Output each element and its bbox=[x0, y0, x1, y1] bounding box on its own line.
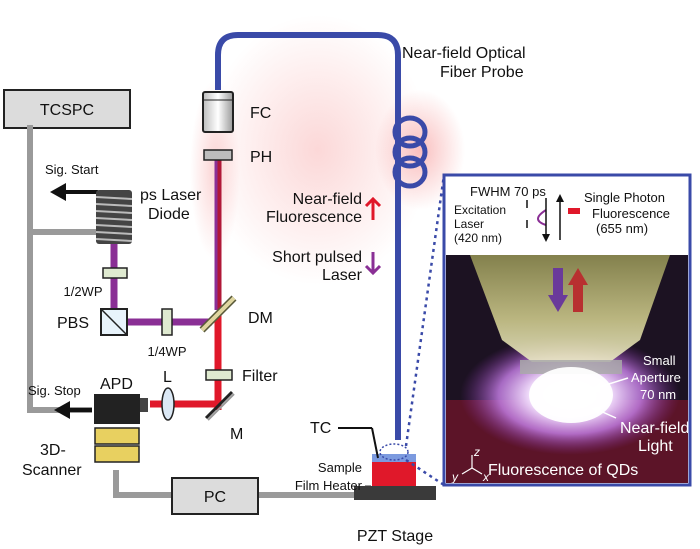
scanner-3d: 3D- Scanner bbox=[22, 427, 140, 479]
excitation-label-1: Excitation bbox=[454, 203, 506, 217]
scanner-label-2: Scanner bbox=[22, 462, 82, 479]
pc-box: PC bbox=[171, 477, 259, 515]
sig-stop-arrow: Sig. Stop bbox=[28, 383, 92, 419]
sig-start-label: Sig. Start bbox=[45, 162, 99, 177]
sig-stop-label: Sig. Stop bbox=[28, 383, 81, 398]
sig-start-arrow: Sig. Start bbox=[45, 162, 99, 201]
fluorescence-nm-label: (655 nm) bbox=[596, 221, 648, 236]
film-heater-label: Film Heater bbox=[295, 478, 363, 493]
half-waveplate: 1/2WP bbox=[63, 267, 128, 299]
short-pulsed-label-1: Short pulsed bbox=[272, 249, 362, 266]
dichroic-mirror: DM bbox=[199, 295, 273, 333]
pbs-label: PBS bbox=[57, 315, 89, 332]
nf-light-label-2: Light bbox=[638, 438, 673, 455]
fc-label: FC bbox=[250, 105, 271, 122]
filter-label: Filter bbox=[242, 368, 278, 385]
lens-l: L bbox=[161, 369, 175, 421]
axis-z-label: z bbox=[473, 445, 480, 459]
tcspc-label: TCSPC bbox=[40, 102, 94, 119]
ps-laser-label-2: Diode bbox=[148, 206, 190, 223]
lens-label: L bbox=[163, 369, 172, 386]
probe-label-2: Fiber Probe bbox=[440, 64, 524, 81]
pinhole: PH bbox=[203, 149, 272, 166]
sample-stage: TC Sample Film Heater PZT Stage bbox=[295, 420, 436, 545]
nf-fluor-label-1: Near-field bbox=[293, 191, 362, 208]
excitation-label-2: Laser bbox=[454, 217, 484, 231]
apd-label: APD bbox=[100, 376, 133, 393]
half-wp-label: 1/2WP bbox=[63, 284, 102, 299]
sample-label: Sample bbox=[318, 460, 362, 475]
pzt-stage-label: PZT Stage bbox=[357, 528, 433, 545]
nf-fluor-label-2: Fluorescence bbox=[266, 209, 362, 226]
zoom-lines bbox=[404, 174, 446, 487]
apd-detector: APD bbox=[94, 376, 148, 424]
scanner-label-1: 3D- bbox=[40, 442, 66, 459]
mirror-label: M bbox=[230, 426, 243, 443]
ps-laser-label-1: ps Laser bbox=[140, 187, 202, 204]
mirror-m: M bbox=[204, 390, 243, 443]
aperture-label: Aperture bbox=[631, 370, 681, 385]
nf-fluorescence-indicator: Near-field Fluorescence bbox=[266, 191, 382, 226]
fwhm-label: FWHM 70 ps bbox=[470, 184, 546, 199]
nf-light-label-1: Near-field bbox=[620, 420, 689, 437]
quarter-wp-label: 1/4WP bbox=[147, 344, 186, 359]
probe-label-1: Near-field Optical bbox=[402, 45, 526, 62]
pc-label: PC bbox=[204, 489, 226, 506]
axis-x-label: x bbox=[482, 470, 490, 484]
axis-y-label: y bbox=[451, 470, 459, 484]
fluorescence-label: Fluorescence bbox=[592, 206, 670, 221]
aperture-size-label: 70 nm bbox=[640, 387, 676, 402]
ph-label: PH bbox=[250, 149, 272, 166]
short-pulsed-indicator: Short pulsed Laser bbox=[272, 249, 382, 284]
tcspc-box: TCSPC bbox=[3, 89, 131, 129]
single-photon-label: Single Photon bbox=[584, 190, 665, 205]
optical-fiber bbox=[215, 32, 401, 440]
excitation-label-3: (420 nm) bbox=[454, 231, 502, 245]
small-label: Small bbox=[643, 353, 676, 368]
quarter-waveplate: 1/4WP bbox=[147, 308, 187, 359]
filter: Filter bbox=[205, 368, 278, 385]
probe-inset: FWHM 70 ps Excitation Laser (420 nm) Sin… bbox=[442, 173, 692, 487]
ps-laser-diode: ps Laser Diode bbox=[95, 187, 202, 244]
short-pulsed-label-2: Laser bbox=[322, 267, 363, 284]
fiber-loops bbox=[392, 115, 428, 189]
tc-label: TC bbox=[310, 420, 331, 437]
dm-label: DM bbox=[248, 310, 273, 327]
fluor-qds-label: Fluorescence of QDs bbox=[488, 462, 638, 479]
fiber-coupler: FC bbox=[202, 91, 271, 133]
pbs-cube: PBS bbox=[57, 308, 128, 336]
